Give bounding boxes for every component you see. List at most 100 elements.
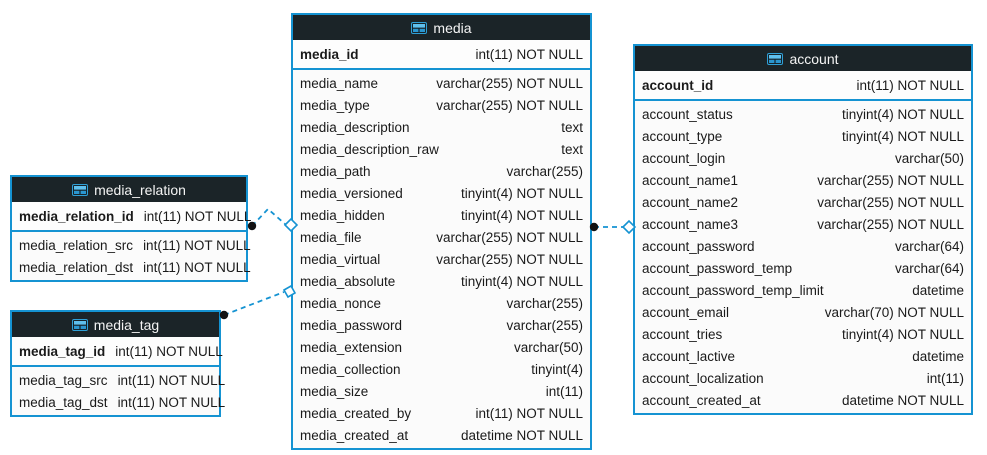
column-row: media_relation_dst int(11) NOT NULL	[12, 256, 251, 278]
pk-name: account_id	[642, 77, 714, 93]
column-row: account_login varchar(50)	[635, 147, 971, 169]
column-type: tinyint(4) NOT NULL	[460, 185, 583, 201]
table-account-header: account	[635, 46, 971, 71]
column-name: media_tag_src	[19, 372, 108, 388]
column-name: media_file	[300, 229, 362, 245]
column-type: varchar(50)	[894, 150, 964, 166]
column-row: media_collection tinyint(4)	[293, 358, 590, 380]
column-row: account_name3 varchar(255) NOT NULL	[635, 213, 971, 235]
column-row: media_relation_src int(11) NOT NULL	[12, 234, 251, 256]
pk-name: media_id	[300, 46, 359, 62]
pk-row-account: account_id int(11) NOT NULL	[635, 71, 971, 101]
column-row: account_name2 varchar(255) NOT NULL	[635, 191, 971, 213]
table-media-header: media	[293, 15, 590, 40]
pk-type: int(11) NOT NULL	[115, 343, 223, 359]
table-icon	[72, 183, 89, 196]
column-name: account_password	[642, 238, 755, 254]
pk-name: media_tag_id	[19, 343, 106, 359]
column-type: int(11)	[545, 383, 583, 399]
column-type: int(11)	[926, 370, 964, 386]
column-type: varchar(255) NOT NULL	[436, 97, 583, 113]
column-name: media_hidden	[300, 207, 385, 223]
column-name: account_password_temp_limit	[642, 282, 824, 298]
relation-media-to-account	[589, 219, 637, 235]
column-name: media_extension	[300, 339, 403, 355]
column-row: media_description text	[293, 116, 590, 138]
column-name: media_virtual	[300, 251, 381, 267]
column-name: media_relation_src	[19, 237, 134, 253]
column-type: int(11) NOT NULL	[117, 394, 226, 410]
column-type: varchar(70) NOT NULL	[824, 304, 964, 320]
column-type: int(11) NOT NULL	[475, 405, 583, 421]
column-type: varchar(64)	[894, 260, 964, 276]
column-name: account_name3	[642, 216, 739, 232]
column-name: media_relation_dst	[19, 259, 134, 275]
column-type: varchar(255) NOT NULL	[436, 251, 583, 267]
column-name: account_lactive	[642, 348, 736, 364]
relation-media-tag-to-media	[219, 284, 297, 320]
pk-row-media-relation: media_relation_id int(11) NOT NULL	[12, 202, 251, 232]
table-media-relation[interactable]: media_relation media_relation_id int(11)…	[10, 175, 251, 282]
column-name: media_absolute	[300, 273, 396, 289]
column-type: datetime NOT NULL	[460, 427, 583, 443]
table-account[interactable]: account account_id int(11) NOT NULL acco…	[633, 44, 973, 415]
column-type: varchar(255) NOT NULL	[817, 194, 964, 210]
pk-type: int(11) NOT NULL	[143, 208, 252, 224]
table-icon	[411, 21, 428, 34]
table-media-tag[interactable]: media_tag media_tag_id int(11) NOT NULL …	[10, 310, 225, 417]
table-account-title: account	[789, 50, 839, 67]
column-row: media_size int(11)	[293, 380, 590, 402]
column-name: media_size	[300, 383, 369, 399]
column-type: tinyint(4)	[531, 361, 583, 377]
column-type: tinyint(4) NOT NULL	[460, 273, 583, 289]
column-type: varchar(255) NOT NULL	[817, 216, 964, 232]
pk-row-media: media_id int(11) NOT NULL	[293, 40, 590, 70]
column-type: text	[561, 119, 583, 135]
column-name: media_created_by	[300, 405, 412, 421]
column-type: int(11) NOT NULL	[143, 237, 251, 253]
column-type: text	[561, 141, 583, 157]
column-row: media_path varchar(255)	[293, 160, 590, 182]
table-media-tag-title: media_tag	[93, 316, 160, 333]
column-type: tinyint(4) NOT NULL	[841, 128, 964, 144]
column-name: media_collection	[300, 361, 401, 377]
table-media-tag-header: media_tag	[12, 312, 219, 337]
table-icon	[71, 318, 88, 331]
column-type: varchar(255) NOT NULL	[817, 172, 964, 188]
column-type: tinyint(4) NOT NULL	[460, 207, 583, 223]
table-media[interactable]: media media_id int(11) NOT NULL media_na…	[291, 13, 592, 450]
column-name: account_name2	[642, 194, 739, 210]
table-media-relation-header: media_relation	[12, 177, 246, 202]
column-name: account_status	[642, 106, 733, 122]
column-name: media_nonce	[300, 295, 382, 311]
column-name: media_created_at	[300, 427, 409, 443]
column-type: varchar(64)	[894, 238, 964, 254]
column-name: media_description	[300, 119, 410, 135]
column-type: varchar(255)	[506, 163, 583, 179]
pk-type: int(11) NOT NULL	[856, 77, 964, 93]
column-name: media_path	[300, 163, 371, 179]
column-name: account_name1	[642, 172, 739, 188]
column-type: varchar(255) NOT NULL	[436, 229, 583, 245]
pk-row-media-tag: media_tag_id int(11) NOT NULL	[12, 337, 223, 367]
column-row: account_password varchar(64)	[635, 235, 971, 257]
column-row: media_hidden tinyint(4) NOT NULL	[293, 204, 590, 226]
relation-endpoint-dot	[219, 310, 229, 320]
column-type: tinyint(4) NOT NULL	[841, 106, 964, 122]
column-type: datetime	[912, 348, 964, 364]
table-icon	[767, 52, 784, 65]
column-name: account_login	[642, 150, 726, 166]
column-type: int(11) NOT NULL	[143, 259, 251, 275]
column-row: account_lactive datetime	[635, 345, 971, 367]
table-media-title: media	[433, 19, 472, 36]
column-row: account_status tinyint(4) NOT NULL	[635, 103, 971, 125]
